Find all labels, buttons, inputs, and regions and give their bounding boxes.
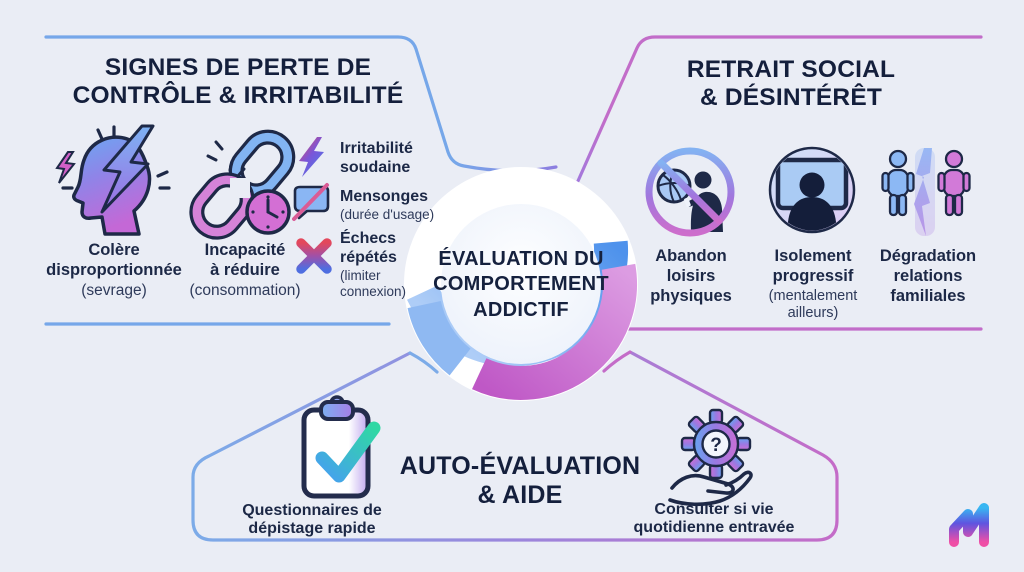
gear-question-mark: ?: [710, 435, 722, 456]
item-label: Colère disproportionnée: [46, 241, 182, 279]
item-label: Irritabilité soudaine: [340, 140, 413, 177]
label-echecs: Échecs répétés (limiter connexion): [340, 229, 452, 300]
panel-outline-social-withdrawal: [576, 35, 983, 331]
label-mensonges: Mensonges (durée d'usage): [340, 187, 465, 223]
item-note: (sevrage): [81, 281, 147, 299]
label-colere: Colère disproportionnée (sevrage): [16, 241, 212, 300]
panel-title-social-withdrawal: RETRAIT SOCIAL & DÉSINTÉRÊT: [686, 56, 896, 112]
item-note: (consommation): [189, 281, 301, 299]
no-basketball-icon: [645, 147, 735, 237]
label-questionnaires: Questionnaires de dépistage rapide: [218, 502, 406, 539]
panel-title-self-evaluation: AUTO-ÉVALUATION & AIDE: [399, 452, 641, 509]
center-circle: [404, 167, 638, 401]
broken-chain-clock-icon: [189, 129, 296, 240]
chat-slash-icon: [292, 183, 330, 221]
item-label: Isolement progressif: [772, 247, 854, 285]
panel-title-loss-control: SIGNES DE PERTE DE CONTRÔLE & IRRITABILI…: [72, 54, 404, 110]
clipboard-check-icon: [301, 395, 381, 499]
item-note: (durée d'usage): [340, 207, 435, 223]
x-mark-icon: [296, 238, 332, 274]
item-note: (mentalement ailleurs): [768, 287, 858, 321]
m-gradient-logo: [949, 503, 989, 547]
center-title: ÉVALUATION DU COMPORTEMENT ADDICTIF: [433, 248, 609, 321]
label-incapacite: Incapacité à réduire (consommation): [168, 241, 322, 300]
item-label: Abandon loisirs physiques: [650, 247, 732, 305]
screen-person-icon: [768, 146, 856, 234]
item-label: Dégradation relations familiales: [879, 247, 977, 305]
item-label: Questionnaires de dépistage rapide: [242, 502, 382, 538]
label-degradation: Dégradation relations familiales: [864, 247, 992, 306]
label-abandon: Abandon loisirs physiques: [632, 247, 750, 306]
family-crack-icon: [881, 148, 971, 236]
label-isolement: Isolement progressif (mentalement ailleu…: [748, 247, 878, 322]
item-label: Échecs répétés: [340, 230, 397, 267]
item-label: Incapacité à réduire: [204, 241, 286, 279]
panel-outline-self-evaluation: [191, 350, 839, 542]
head-lightning-icon: [55, 124, 171, 236]
label-irritabilite: Irritabilité soudaine: [340, 139, 452, 177]
gear-question-hand-icon: ?: [668, 408, 753, 507]
item-label: Mensonges: [340, 188, 429, 205]
item-note: (limiter connexion): [340, 268, 407, 300]
item-label: Consulter si vie quotidienne entravée: [633, 501, 795, 537]
label-consulter: Consulter si vie quotidienne entravée: [610, 501, 818, 538]
lightning-icon: [299, 137, 324, 177]
